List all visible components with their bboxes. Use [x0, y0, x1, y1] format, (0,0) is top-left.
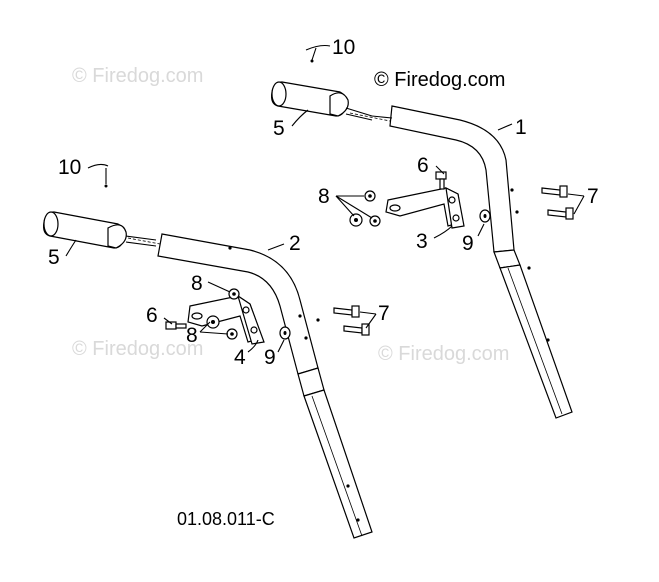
bolts-7-left [333, 305, 370, 336]
callout-1: 1 [515, 116, 527, 139]
callout-4: 4 [234, 346, 246, 369]
bracket-4 [187, 294, 265, 345]
pin-10-left [87, 163, 109, 188]
callout-5-top: 5 [273, 117, 285, 140]
callout-9-left: 9 [264, 346, 276, 369]
watermark-faint-mid-left: © Firedog.com [72, 338, 203, 360]
handle-right [389, 105, 573, 419]
bolt-6-left [165, 321, 187, 330]
grip-right [271, 81, 393, 122]
callout-7-left: 7 [378, 302, 390, 325]
callout-6-left: 6 [146, 304, 158, 327]
washer-9-top [479, 209, 491, 223]
leader-lines [65, 109, 585, 353]
callout-8-left-bottom: 8 [186, 324, 198, 347]
callout-10-top: 10 [332, 36, 355, 59]
callout-3: 3 [416, 230, 428, 253]
bolt-6-top [435, 171, 447, 190]
nuts-8-left [206, 288, 240, 340]
watermark-faint-top-left: © Firedog.com [72, 65, 203, 87]
watermark-faint-mid-right: © Firedog.com [378, 343, 509, 365]
callout-7-top: 7 [587, 185, 599, 208]
bracket-3 [385, 186, 465, 229]
nuts-8-top [349, 190, 381, 227]
pin-10-top [305, 44, 331, 63]
grip-left [43, 211, 161, 249]
callout-8-top: 8 [318, 185, 330, 208]
bolts-7-top [541, 185, 574, 220]
callout-8-left-top: 8 [191, 272, 203, 295]
handle-left [157, 233, 373, 539]
watermark-main: © Firedog.com [374, 69, 505, 91]
callout-2: 2 [289, 232, 301, 255]
washer-9-left [279, 326, 291, 340]
callout-6-top: 6 [417, 154, 429, 177]
callout-5-left: 5 [48, 246, 60, 269]
diagram-code: 01.08.011-C [177, 509, 275, 529]
callout-10-left: 10 [58, 156, 81, 179]
callout-9-top: 9 [462, 232, 474, 255]
